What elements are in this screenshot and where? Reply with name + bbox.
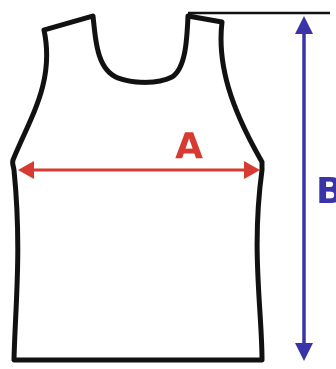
measurement-a-arrowhead-right: [244, 161, 260, 179]
measurement-a-arrowhead-left: [18, 161, 34, 179]
measurement-b-arrow: [295, 16, 313, 361]
tank-top-outline: [10, 13, 265, 363]
measurement-b-arrowhead-bottom: [295, 343, 313, 361]
measurement-b-arrowhead-top: [295, 16, 313, 34]
measurement-a-label: A: [175, 126, 203, 167]
measurement-a-arrow: [18, 161, 260, 179]
measurement-b-label: B: [316, 171, 336, 212]
